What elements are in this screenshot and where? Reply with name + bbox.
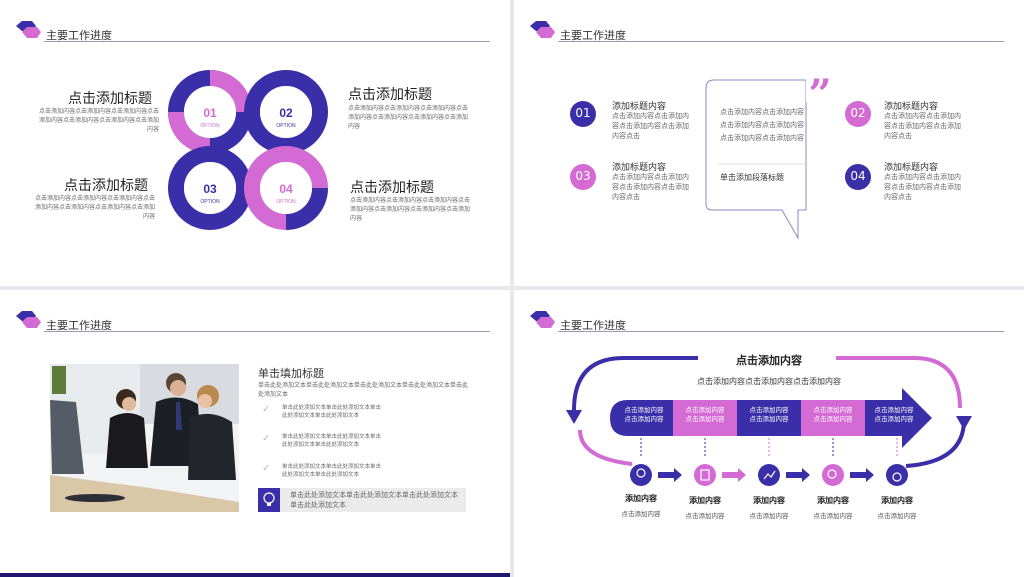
check-icon: ✓ (262, 433, 271, 444)
ring-01-option: OPTION (200, 123, 220, 129)
step-4-title[interactable]: 添加内容 (817, 496, 849, 505)
step-1-text[interactable]: 点击添加内容 (621, 510, 661, 518)
item-01-number: 01 (575, 106, 591, 120)
header-title: 主要工作进度 (560, 29, 626, 42)
header-logo-icon (530, 21, 555, 38)
header-title: 主要工作进度 (560, 319, 626, 332)
process-flow-graphic (566, 356, 972, 486)
header-divider (44, 41, 490, 42)
section-intro[interactable]: 单击此处添加文本单击此处添加文本单击此处添加文本单击此处添加文本单击此处添加文本 (258, 382, 469, 398)
item-04-number: 04 (850, 169, 866, 183)
ring-04-number: 04 (279, 182, 293, 196)
item-02-text[interactable]: 点击添加内容点击添加内容点击添加内容点击添加内容点击 (884, 112, 961, 140)
block2-text[interactable]: 点击添加内容点击添加内容点击添加内容点击添加内容点击添加内容点击添加内容点击添加… (348, 105, 469, 130)
quote-box-graphic: ” (570, 71, 871, 240)
flow-title[interactable]: 点击添加内容 (736, 354, 802, 367)
slide-photo-text[interactable]: 主要工作进度 单击填加标题 单击此处添加文本单击此处添加文本单击此处添加文本单击… (0, 290, 510, 577)
check-item-1[interactable]: 单击此处添加文本单击此处添加文本单击此处添加文本单击此处添加文本 (282, 405, 382, 419)
bar-segment-5[interactable]: 点击添加内容点击添加内容 (874, 406, 914, 423)
search-icon (822, 464, 844, 486)
item-03-number: 03 (575, 169, 591, 183)
ring-03-option: OPTION (200, 199, 220, 205)
bottom-bar (0, 573, 510, 577)
check-item-2[interactable]: 单击此处添加文本单击此处添加文本单击此处添加文本单击此处添加文本 (282, 434, 382, 448)
item-02-number: 02 (850, 106, 866, 120)
business-photo (50, 364, 239, 512)
item-04-text[interactable]: 点击添加内容点击添加内容点击添加内容点击添加内容点击 (884, 173, 961, 201)
header-title: 主要工作进度 (46, 29, 112, 42)
bar-segment-4[interactable]: 点击添加内容点击添加内容 (813, 406, 853, 423)
lightbulb-icon (630, 464, 652, 486)
medal-icon (886, 464, 908, 486)
block3-title[interactable]: 点击添加标题 (64, 178, 148, 194)
header-title: 主要工作进度 (46, 319, 112, 332)
step-5-title[interactable]: 添加内容 (881, 496, 913, 505)
item-01-title[interactable]: 添加标题内容 (612, 102, 667, 112)
header-divider (558, 331, 1004, 332)
block2-title[interactable]: 点击添加标题 (348, 87, 432, 103)
item-04-title[interactable]: 添加标题内容 (884, 163, 939, 173)
ring-03-number: 03 (203, 182, 217, 196)
callout-box[interactable]: 单击此处添加文本单击此处添加文本单击此处添加文本单击此处添加文本 (258, 488, 466, 512)
slide-progress-rings[interactable]: 主要工作进度 01 OPTION 02 OPTION 03 (0, 0, 510, 286)
callout-text: 单击此处添加文本单击此处添加文本单击此处添加文本单击此处添加文本 (290, 491, 458, 509)
header-divider (558, 41, 1004, 42)
item-03-text[interactable]: 点击添加内容点击添加内容点击添加内容点击添加内容点击 (612, 173, 689, 201)
quote-mark-icon: ” (808, 71, 831, 118)
header-divider (44, 331, 490, 332)
block1-text[interactable]: 点击添加内容点击添加内容点击添加内容点击添加内容点击添加内容点击添加内容点击添加… (38, 108, 159, 133)
bar-segment-1[interactable]: 点击添加内容点击添加内容 (624, 406, 664, 423)
block3-text[interactable]: 点击添加内容点击添加内容点击添加内容点击添加内容点击添加内容点击添加内容点击添加… (34, 195, 155, 220)
header-logo-icon (530, 311, 555, 328)
check-icon: ✓ (262, 404, 271, 415)
step-2-title[interactable]: 添加内容 (689, 496, 721, 505)
step-5-text[interactable]: 点击添加内容 (877, 512, 917, 520)
block4-title[interactable]: 点击添加标题 (350, 180, 434, 196)
quote-text[interactable]: 点击添加内容点击添加内容点击添加内容点击添加内容点击添加内容点击添加内容 (720, 108, 804, 142)
item-01-text[interactable]: 点击添加内容点击添加内容点击添加内容点击添加内容点击 (612, 112, 689, 140)
ring-01-number: 01 (203, 106, 217, 120)
check-item-3[interactable]: 单击此处添加文本单击此处添加文本单击此处添加文本单击此处添加文本 (282, 464, 382, 478)
bar-segment-3[interactable]: 点击添加内容点击添加内容 (749, 406, 789, 423)
slide-process-flow[interactable]: 主要工作进度 (514, 290, 1024, 577)
item-03-title[interactable]: 添加标题内容 (612, 163, 667, 173)
header-logo-icon (16, 311, 41, 328)
step-1-title[interactable]: 添加内容 (625, 494, 657, 503)
slide-quote-items[interactable]: 主要工作进度 ” 01 03 02 04 添加标题内容 点击添加内容点击添加内容… (514, 0, 1024, 286)
step-4-text[interactable]: 点击添加内容 (813, 512, 853, 520)
ring-04 (244, 146, 328, 230)
step-3-text[interactable]: 点击添加内容 (749, 512, 789, 520)
step-2-text[interactable]: 点击添加内容 (685, 512, 725, 520)
ring-02-option: OPTION (276, 123, 296, 129)
flow-subtitle[interactable]: 点击添加内容点击添加内容点击添加内容 (697, 377, 841, 386)
lightbulb-icon (258, 488, 280, 512)
ring-02-number: 02 (279, 106, 293, 120)
document-icon (694, 464, 716, 486)
block4-text[interactable]: 点击添加内容点击添加内容点击添加内容点击添加内容点击添加内容点击添加内容点击添加… (350, 197, 471, 222)
check-icon: ✓ (262, 463, 271, 474)
bar-segment-2[interactable]: 点击添加内容点击添加内容 (685, 406, 725, 423)
header-logo-icon (16, 21, 41, 38)
quote-title[interactable]: 单击添加段落标题 (720, 173, 784, 182)
ring-04-option: OPTION (276, 199, 296, 205)
item-02-title[interactable]: 添加标题内容 (884, 102, 939, 112)
block1-title[interactable]: 点击添加标题 (68, 91, 152, 107)
section-title[interactable]: 单击填加标题 (258, 367, 324, 380)
step-3-title[interactable]: 添加内容 (753, 496, 785, 505)
rings-graphic: 01 OPTION 02 OPTION 03 OPTION 04 OPTION (168, 70, 328, 230)
